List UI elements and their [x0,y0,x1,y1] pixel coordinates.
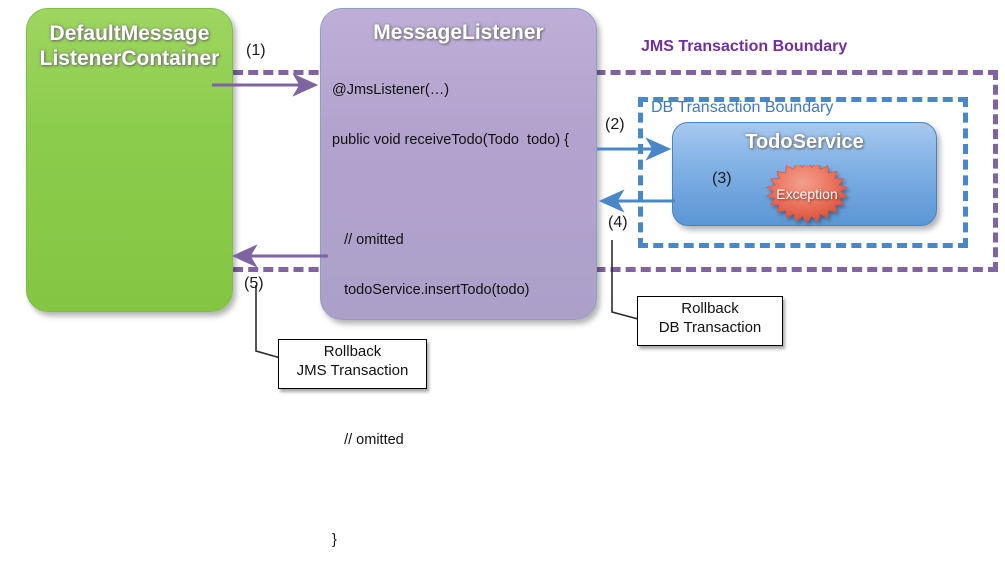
callout-line2: DB Transaction [658,318,762,336]
code-line: // omitted [332,232,404,248]
arrow-step-1 [210,73,330,97]
jms-transaction-boundary-label: JMS Transaction Boundary [641,38,848,55]
exception-starburst: Exception [753,160,861,227]
db-transaction-boundary [638,97,968,248]
node-title: TodoService [745,131,864,153]
node-default-message-listener-container[interactable]: DefaultMessage ListenerContainer [26,8,233,312]
listener-code-block: @JmsListener(…) public void receiveTodo(… [332,54,594,583]
code-line: // omitted [332,432,404,448]
arrow-step-4 [595,189,685,213]
callout-rollback-jms-transaction: Rollback JMS Transaction [278,339,427,389]
node-title: MessageListener [373,21,544,44]
callout-line1: Rollback [681,300,739,317]
leader-line-jms-callout [250,285,310,365]
container-title-line2: ListenerContainer [39,46,220,70]
code-line: public void receiveTodo(Todo todo) { [332,132,569,148]
diagram-canvas: JMS Transaction Boundary DB Transaction … [26,8,998,548]
container-title-line1: DefaultMessage [49,22,210,45]
node-message-listener[interactable]: MessageListener @JmsListener(…) public v… [320,8,597,547]
step-label-5: (5) [244,275,264,292]
step-label-2: (2) [605,116,625,133]
callout-line2: JMS Transaction [296,361,409,379]
arrow-step-2 [595,137,685,161]
callout-line1: Rollback [323,343,382,360]
step-label-3: (3) [712,170,732,187]
step-label-1: (1) [246,42,266,59]
callout-rollback-db-transaction: Rollback DB Transaction [637,296,783,346]
code-line [332,183,594,204]
code-line: } [332,532,337,548]
starburst-icon [765,160,849,224]
node-title: DefaultMessage ListenerContainer [27,9,232,72]
db-transaction-boundary-label: DB Transaction Boundary [651,99,834,116]
code-line [332,483,594,504]
arrow-step-5 [228,244,338,268]
code-line: todoService.insertTodo(todo) [332,282,530,298]
step-label-4: (4) [608,214,628,231]
leader-line-db-callout [606,240,666,330]
code-line: @JmsListener(…) [332,82,450,98]
